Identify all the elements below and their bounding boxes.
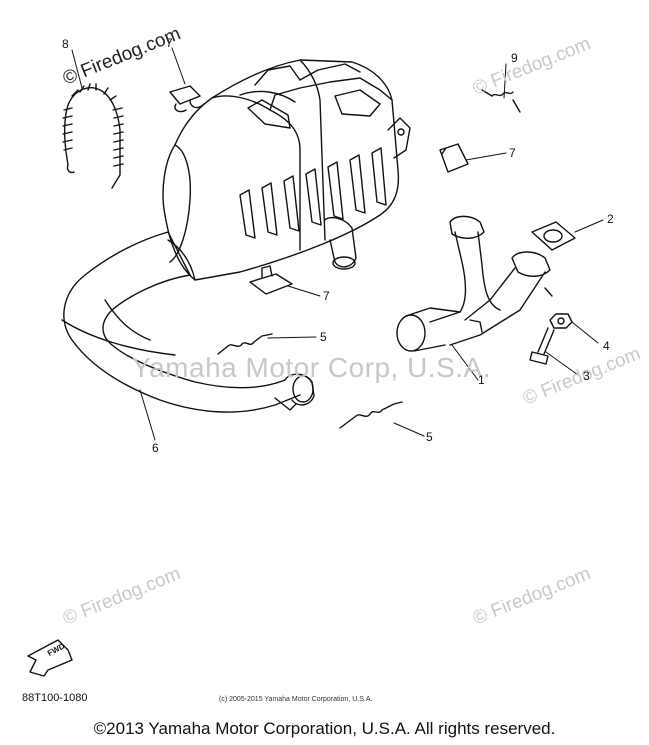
diagram-code: 88T100-1080 (22, 692, 88, 704)
exhaust-pipe[interactable] (61, 231, 315, 413)
callout-9: 9 (511, 51, 518, 65)
nut[interactable] (549, 313, 573, 329)
leader-lines (71, 47, 604, 441)
damper-top[interactable] (169, 85, 205, 113)
spring-9[interactable] (481, 89, 521, 113)
callout-7-right: 7 (509, 146, 516, 160)
long-spring[interactable] (62, 83, 124, 189)
exhaust-header[interactable] (396, 215, 553, 352)
bolt[interactable] (529, 327, 555, 365)
gasket[interactable] (531, 221, 576, 251)
muffler[interactable] (162, 59, 411, 281)
callout-7-top: 7 (166, 36, 173, 50)
spring-5-upper[interactable] (217, 333, 273, 355)
callout-2: 2 (607, 212, 614, 226)
damper-bottom[interactable] (249, 265, 293, 295)
callout-8: 8 (62, 37, 69, 51)
small-copyright: (c) 2005-2015 Yamaha Motor Corporation, … (219, 696, 373, 703)
callout-5-upper: 5 (320, 330, 327, 344)
callout-6: 6 (152, 441, 159, 455)
watermark-center: Yamaha Motor Corp, U.S.A. (132, 352, 491, 383)
callout-4: 4 (603, 339, 610, 353)
callout-3: 3 (583, 369, 590, 383)
spring-5-lower[interactable] (339, 401, 403, 429)
fwd-arrow-icon (27, 639, 73, 677)
callout-1: 1 (478, 373, 485, 387)
callout-5-lower: 5 (426, 430, 433, 444)
footer-copyright: ©2013 Yamaha Motor Corporation, U.S.A. A… (93, 719, 556, 738)
damper-right[interactable] (439, 143, 469, 173)
callout-7-bottom: 7 (323, 289, 330, 303)
